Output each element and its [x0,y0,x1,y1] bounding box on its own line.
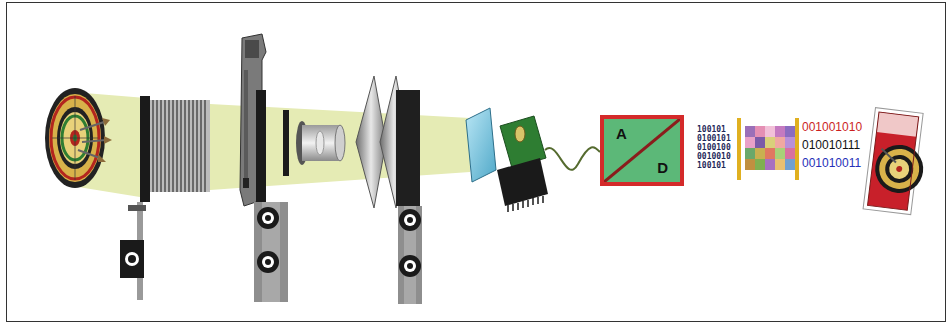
binary-data: 0100100 [697,144,731,152]
separator-bar [795,118,799,180]
separator-bar [737,118,741,180]
binary-data: 0100101 [697,135,731,143]
image-sensor [466,108,548,212]
binary-data: 001001010 [802,121,862,133]
diagonal-divider [604,119,680,182]
lens-standard [254,90,288,302]
binary-data: 100101 [697,126,726,134]
binary-data: 001010011 [802,157,861,169]
frame [7,3,946,322]
shutter-grip [240,34,266,206]
binary-data: 100101 [697,162,726,170]
converter-letter: A [614,125,629,142]
converter-box: AD [600,115,684,186]
signal-wire [545,147,600,170]
bellows [120,96,210,300]
converter-letter: D [655,159,670,176]
dartboard [45,88,112,188]
color-pixel-grid [745,126,795,170]
lens [283,110,345,176]
binary-data: 0010010 [697,153,731,161]
rear-standard [396,90,422,304]
photo-print [863,108,930,216]
binary-data: 010010111 [802,139,860,151]
